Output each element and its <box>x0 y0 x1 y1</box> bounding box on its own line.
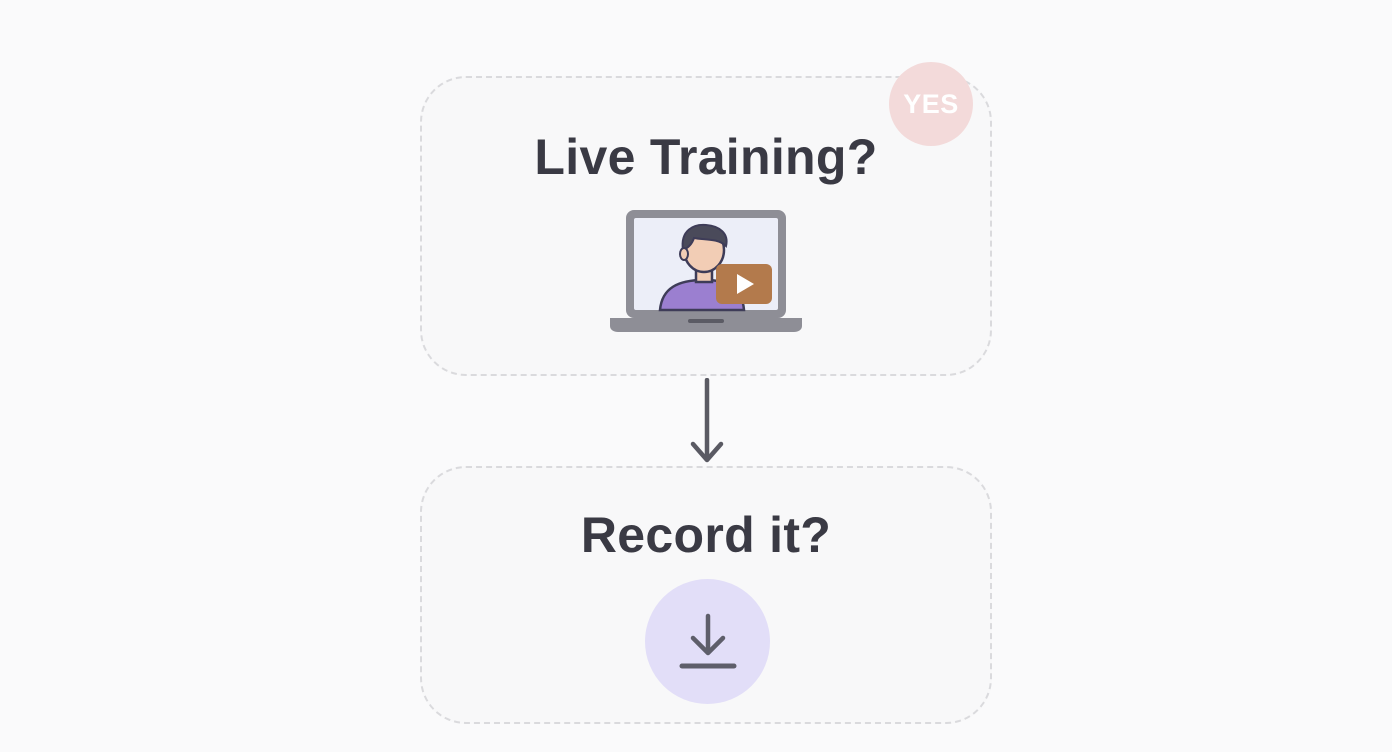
laptop-video-icon <box>608 208 804 341</box>
download-button[interactable] <box>645 579 770 704</box>
card-title-record-it: Record it? <box>580 507 832 563</box>
yes-badge: YES <box>889 62 973 146</box>
card-title-live-training: Live Training? <box>534 129 878 185</box>
flow-arrow <box>688 377 726 471</box>
download-icon <box>679 613 736 668</box>
